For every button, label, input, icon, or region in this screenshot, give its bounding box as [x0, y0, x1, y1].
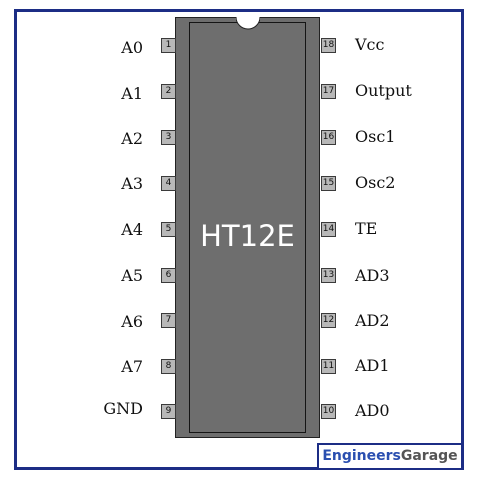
pin-number: 15: [321, 176, 336, 191]
pin-number: 18: [321, 38, 336, 53]
pin-label: AD0: [355, 401, 390, 420]
pin-label: Osc2: [355, 173, 396, 192]
pin-number: 7: [161, 313, 176, 328]
pin-number: 11: [321, 359, 336, 374]
pin-label: AD3: [355, 266, 390, 285]
pin-label: Osc1: [355, 127, 396, 146]
pin-number: 9: [161, 404, 176, 419]
pin-label: AD1: [355, 356, 390, 375]
pin-label: A6: [121, 312, 143, 331]
pin-label: A2: [121, 129, 143, 148]
pin-number: 1: [161, 38, 176, 53]
pin-label: A5: [121, 266, 143, 285]
pin-number: 8: [161, 359, 176, 374]
chip-body: [175, 17, 320, 438]
pin-label: A4: [121, 220, 143, 239]
pin-number: 4: [161, 176, 176, 191]
pin-number: 5: [161, 222, 176, 237]
pin-label: Output: [355, 81, 412, 100]
pin-label: Vcc: [355, 35, 385, 54]
logo-text-part1: Engineers: [322, 448, 401, 464]
brand-logo: EngineersGarage: [317, 443, 463, 470]
pin-label: A0: [121, 38, 143, 57]
pin-label: A7: [121, 357, 143, 376]
pin-label: A1: [121, 84, 143, 103]
pin-number: 3: [161, 130, 176, 145]
pin-number: 16: [321, 130, 336, 145]
pin-number: 2: [161, 84, 176, 99]
pin-number: 17: [321, 84, 336, 99]
pin-label: A3: [121, 174, 143, 193]
pin-number: 12: [321, 313, 336, 328]
chip-name: HT12E: [200, 219, 295, 253]
pin-number: 6: [161, 268, 176, 283]
chip-notch: [236, 17, 260, 30]
pin-label: GND: [103, 399, 143, 418]
logo-text-part2: Garage: [400, 448, 458, 464]
pin-label: TE: [355, 219, 378, 238]
pin-number: 10: [321, 404, 336, 419]
pin-number: 14: [321, 222, 336, 237]
pin-label: AD2: [355, 311, 390, 330]
pin-number: 13: [321, 268, 336, 283]
